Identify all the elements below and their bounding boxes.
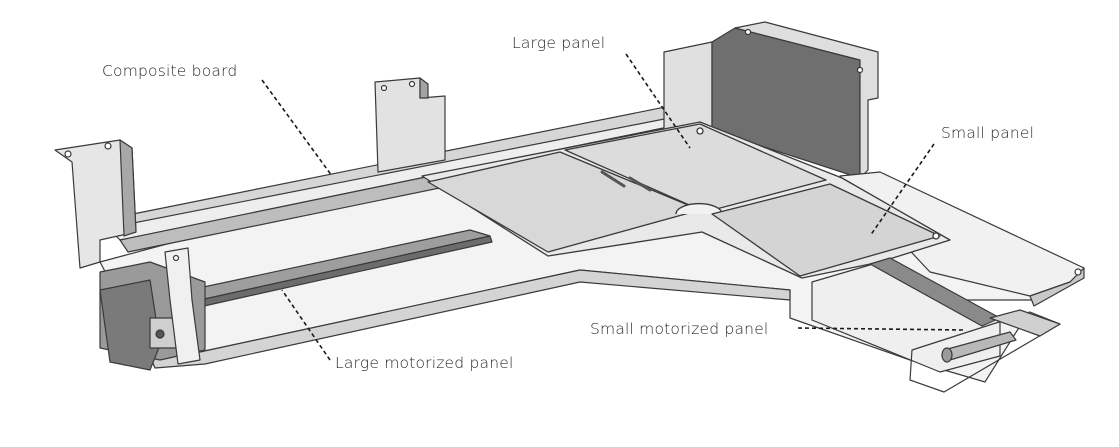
leader-large-motorized-panel xyxy=(281,289,331,361)
small-motorized-panel xyxy=(811,257,1061,393)
leader-large-panel xyxy=(625,53,691,149)
label-large-panel: Large panel xyxy=(512,34,606,52)
right-frame-wing xyxy=(839,171,1085,307)
leader-composite-board xyxy=(261,79,333,177)
panels xyxy=(421,121,951,279)
small-panel xyxy=(711,183,941,277)
large-motor-post xyxy=(164,247,201,365)
composite-board xyxy=(54,77,713,269)
right-tall-wall xyxy=(663,21,879,179)
left-end-post-side xyxy=(119,139,137,237)
large-motor-box xyxy=(99,279,161,371)
frame-front-lip xyxy=(149,269,791,369)
label-small-motorized-panel: Small motorized panel xyxy=(590,320,769,338)
large-panel xyxy=(564,123,827,213)
small-motor-end xyxy=(989,309,1061,337)
right-wing-front xyxy=(1029,267,1085,307)
middle-bracket-side xyxy=(419,77,429,99)
large-motorized-panel xyxy=(99,229,493,371)
label-composite-board: Composite board xyxy=(102,62,238,80)
middle-bracket xyxy=(374,77,446,173)
leader-small-panel xyxy=(869,143,935,237)
label-large-motorized-panel: Large motorized panel xyxy=(335,354,514,372)
label-small-panel: Small panel xyxy=(941,124,1035,142)
right-wall-end xyxy=(734,21,879,179)
leader-lines xyxy=(261,53,965,361)
